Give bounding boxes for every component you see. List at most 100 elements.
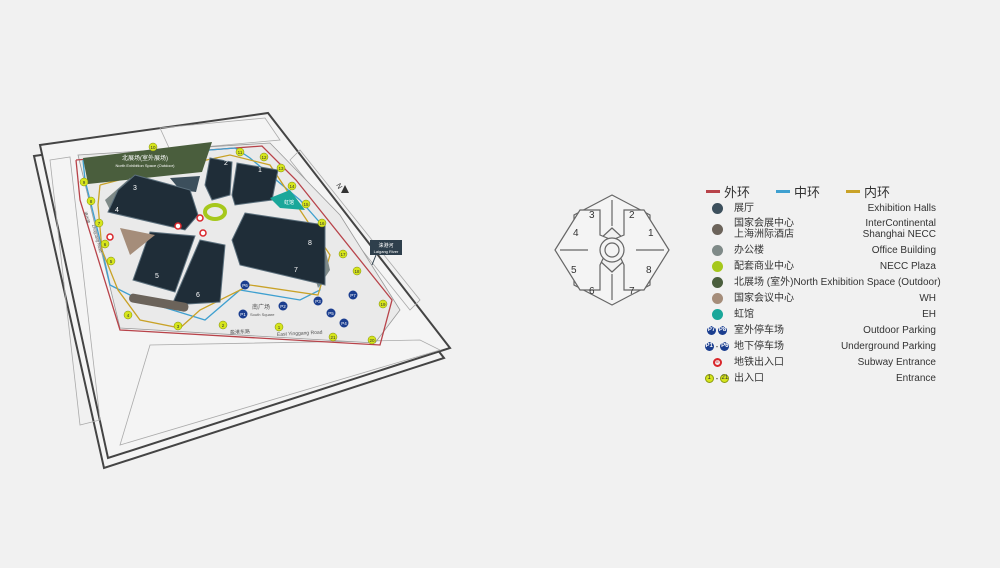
entrance-8: 8 (86, 196, 96, 206)
underground-parking-icon: P1-P6 (704, 341, 730, 351)
entrance-5: 5 (106, 256, 116, 266)
hall-6 (171, 239, 226, 306)
legend-label-en: North Exhibition Space (Outdoor) (793, 276, 941, 288)
entrance-10: 10 (148, 142, 158, 152)
legend-label-en: Exhibition Halls (867, 202, 936, 214)
legend-swatch-icon (700, 260, 734, 272)
office-building (170, 176, 200, 192)
entrance-7: 7 (94, 218, 104, 228)
key-hall-8: 8 (646, 265, 652, 276)
svg-text:P4: P4 (341, 321, 347, 326)
svg-text:8: 8 (90, 199, 93, 204)
legend-label-cn: 展厅 (734, 202, 754, 214)
legend-swatch-icon (700, 244, 734, 256)
legend-label-cn: 国家会展中心 上海洲际酒店 (734, 218, 794, 240)
svg-text:7: 7 (98, 221, 101, 226)
legend-swatch-icon (700, 223, 734, 235)
legend-item: 国家会展中心 上海洲际酒店 InterContinental Shanghai N… (700, 216, 936, 242)
svg-text:P7: P7 (350, 293, 356, 298)
svg-text:4: 4 (127, 313, 130, 318)
legend-swatch-icon (700, 202, 734, 214)
inner-ring-route (97, 154, 331, 329)
svg-text:12: 12 (261, 155, 267, 160)
intercontinental-hotel (129, 293, 189, 312)
parking-P4: P4 (339, 318, 349, 328)
legend-label-en: EH (922, 308, 936, 320)
svg-text:6: 6 (104, 242, 107, 247)
ring-legend: 外环 中环 内环 (706, 182, 936, 200)
hall-3-4 (107, 174, 199, 231)
legend-label-cn: 配套商业中心 (734, 260, 794, 272)
parking-P7: P7 (348, 290, 358, 300)
parking-P2: P2 (278, 301, 288, 311)
subway-entrances (106, 214, 207, 241)
ring-outer: 外环 (706, 182, 750, 201)
hall-label-5: 5 (155, 273, 159, 280)
svg-text:N: N (334, 183, 343, 191)
south-square-cn: 南广场 (252, 303, 270, 311)
hall-5 (132, 231, 196, 293)
key-hall-1: 1 (648, 228, 654, 239)
svg-text:16: 16 (319, 221, 325, 226)
necc-plaza (203, 203, 228, 221)
hall-1 (231, 162, 279, 206)
subway-icon: ≡ (700, 357, 734, 367)
hall-key-diagram (554, 194, 670, 306)
svg-text:1: 1 (278, 325, 281, 330)
legend-item: 北展场 (室外)North Exhibition Space (Outdoor) (700, 274, 941, 290)
key-hall-3: 3 (589, 210, 595, 221)
compass-icon: N (334, 183, 349, 193)
svg-text:11: 11 (238, 150, 243, 155)
hall-7-8 (231, 212, 326, 286)
entrance-2: 2 (218, 320, 228, 330)
hall-2 (204, 157, 233, 201)
legend-label-en: Office Building (871, 244, 936, 256)
entrance-21: 21 (328, 332, 338, 342)
hall-label-1: 1 (258, 167, 262, 174)
key-hall-7: 7 (629, 286, 635, 297)
svg-text:P6: P6 (242, 283, 248, 288)
legend-label-cn: 国家会议中心 (734, 292, 794, 304)
entrance-19: 19 (378, 299, 388, 309)
svg-text:21: 21 (330, 335, 336, 340)
entrance-4: 4 (123, 310, 133, 320)
entrance-9: 9 (79, 177, 89, 187)
road-south-en: East Yinggang Road (277, 330, 323, 338)
svg-text:P5: P5 (328, 311, 334, 316)
svg-text:P2: P2 (280, 304, 286, 309)
hall-label-8: 8 (308, 240, 312, 247)
entrance-18: 18 (352, 266, 362, 276)
entrance-14: 14 (287, 181, 297, 191)
legend-label-en: NECC Plaza (879, 260, 936, 272)
legend-label-cn: 办公楼 (734, 244, 764, 256)
parking-P5: P5 (326, 308, 336, 318)
legend: 外环 中环 内环 展厅 Exhibition Halls 国家会展中心 上海洲际酒店… (700, 182, 941, 386)
north-exhibition-en: North Exhibition Space (Outdoor) (116, 163, 176, 168)
entrance-icon: 1-21 (700, 373, 734, 383)
legend-swatch-icon (700, 292, 734, 304)
legend-label-en: InterContinental Shanghai NECC (862, 218, 936, 240)
entrance-12: 12 (259, 152, 269, 162)
eh-label: 虹馆 (284, 199, 294, 206)
legend-item: 配套商业中心 NECC Plaza (700, 258, 936, 274)
svg-text:5: 5 (110, 259, 113, 264)
key-hall-4: 4 (573, 228, 579, 239)
entrance-17: 17 (338, 249, 348, 259)
svg-text:20: 20 (369, 338, 375, 343)
key-hall-5: 5 (571, 265, 577, 276)
svg-text:17: 17 (340, 252, 346, 257)
hall-label-3: 3 (133, 185, 137, 192)
svg-text:15: 15 (303, 202, 309, 207)
north-exhibition-cn: 北展场(室外展场) (122, 154, 168, 162)
parking-P6: P6 (240, 280, 250, 290)
ring-middle: 中环 (776, 182, 820, 201)
entrance-13: 13 (276, 163, 286, 173)
outer-ring-route (75, 145, 393, 346)
hall-label-7: 7 (294, 267, 298, 274)
